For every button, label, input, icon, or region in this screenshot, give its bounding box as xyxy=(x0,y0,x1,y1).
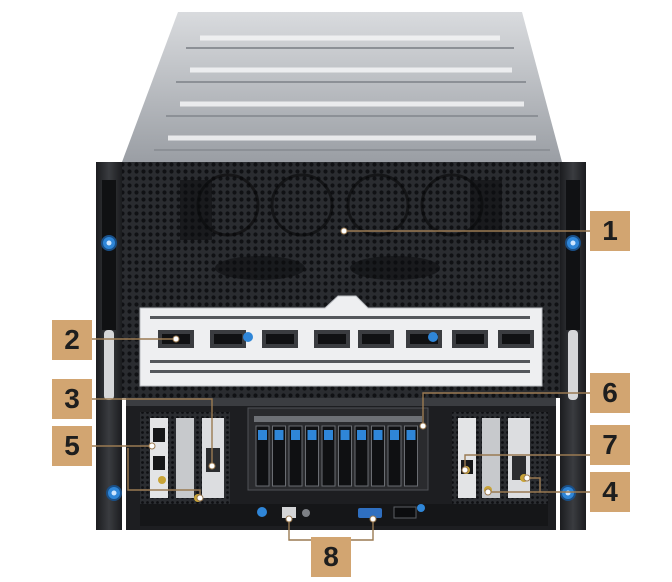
thumb-screw-icon xyxy=(106,485,122,501)
network-module-bracket xyxy=(139,295,543,387)
thumb-screw-icon xyxy=(101,235,117,251)
drive-sled xyxy=(387,425,402,487)
callout-5: 5 xyxy=(52,426,92,466)
drive-latch xyxy=(258,430,267,440)
drive-sled xyxy=(288,425,303,487)
callout-4: 4 xyxy=(590,472,630,512)
chassis-top xyxy=(122,12,562,162)
drive-latch xyxy=(291,430,300,440)
drive-bay-drives xyxy=(255,425,418,487)
drive-latch xyxy=(307,430,317,440)
vga-port xyxy=(358,508,382,518)
callout-8: 8 xyxy=(311,537,351,577)
drive-latch xyxy=(324,430,333,440)
left-expansion-slots xyxy=(140,412,230,504)
callout-3: 3 xyxy=(52,379,92,419)
callout-6: 6 xyxy=(590,373,630,413)
drive-sled xyxy=(321,425,336,487)
thumb-screw-icon xyxy=(560,485,576,501)
callout-2: 2 xyxy=(52,320,92,360)
drive-sled xyxy=(354,425,369,487)
callout-1: 1 xyxy=(590,211,630,251)
drive-sled xyxy=(338,425,352,487)
drive-sled xyxy=(404,425,418,487)
drive-latch xyxy=(274,430,284,440)
callout-7: 7 xyxy=(590,425,630,465)
drive-latch xyxy=(406,430,416,440)
drive-sled xyxy=(272,425,286,487)
drive-latch xyxy=(390,430,399,440)
thumb-screw-icon xyxy=(565,235,581,251)
drive-sled xyxy=(255,425,270,487)
right-expansion-slots xyxy=(452,412,548,504)
ethernet-port xyxy=(282,507,296,518)
callout-leader-lines xyxy=(92,230,590,548)
drive-latch xyxy=(340,430,350,440)
drive-latch xyxy=(373,430,383,440)
drive-sled xyxy=(305,425,319,487)
callout-target-dot xyxy=(148,227,531,523)
drive-sled xyxy=(371,425,385,487)
rear-io-strip xyxy=(140,504,548,526)
drive-latch xyxy=(357,430,366,440)
